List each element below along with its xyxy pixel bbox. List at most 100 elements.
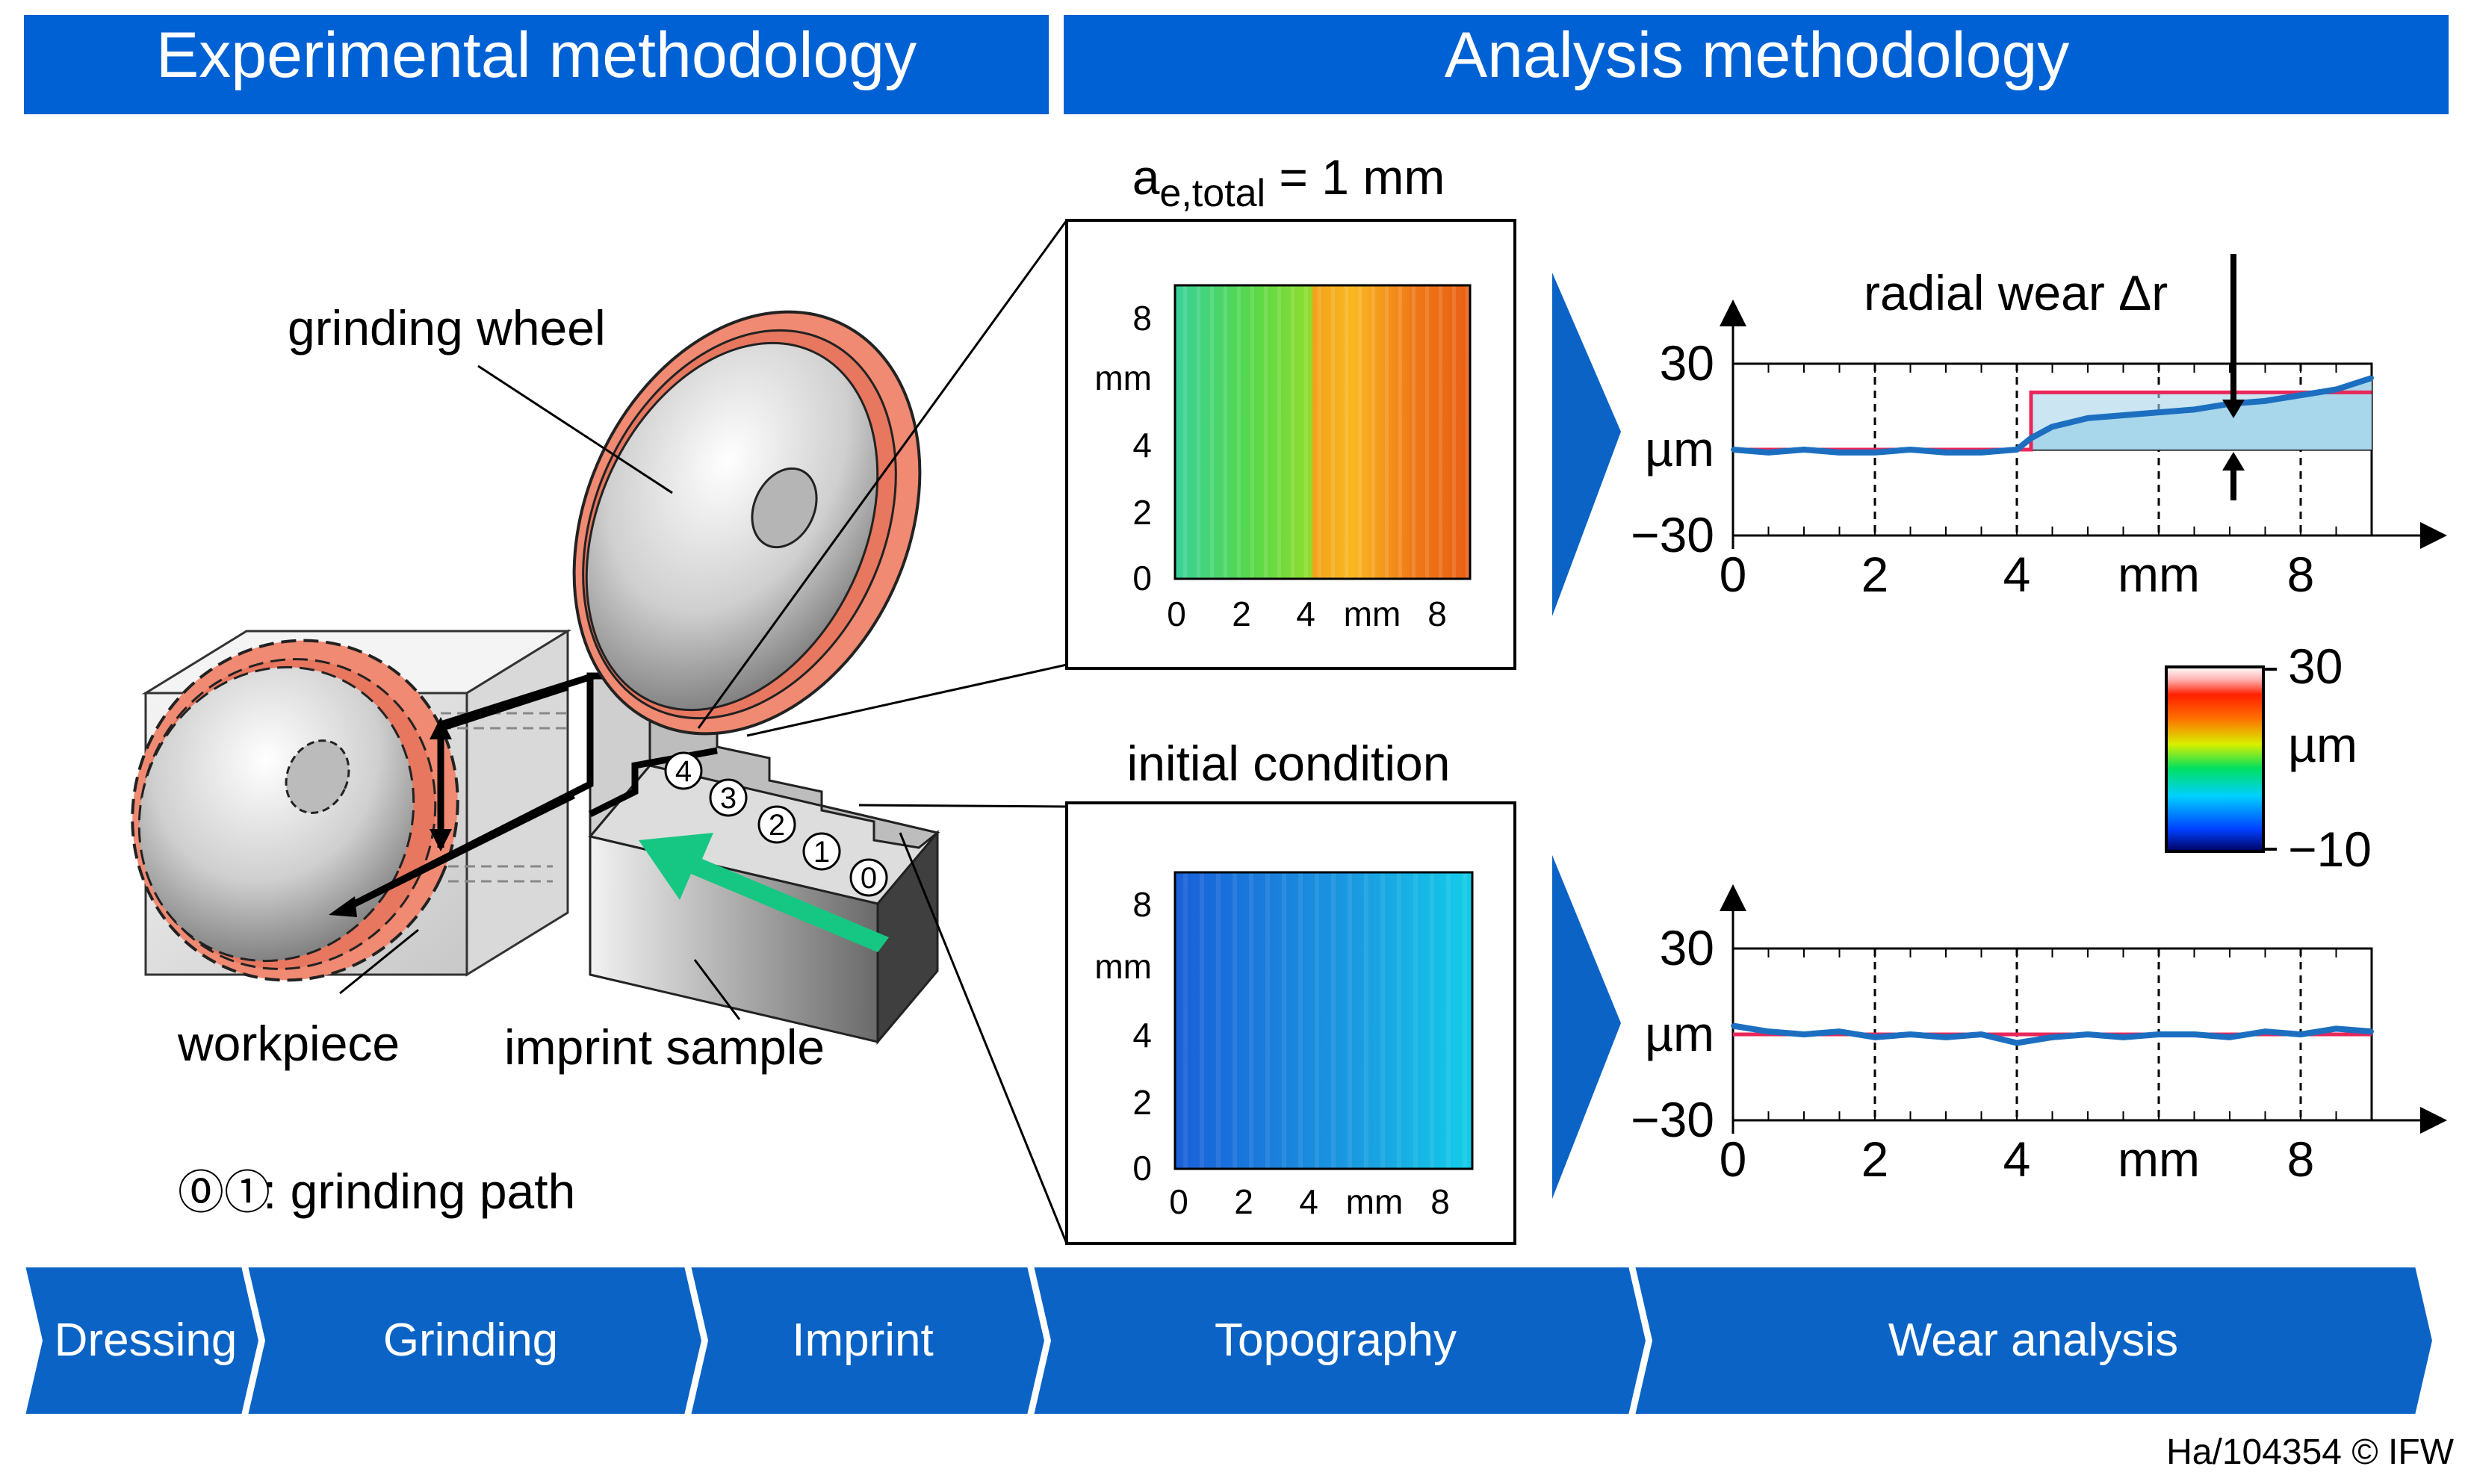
profile-point xyxy=(1802,1032,1806,1037)
svg-text:4: 4 xyxy=(1296,594,1315,633)
step-number-3-text: 3 xyxy=(720,782,737,815)
y-label-min: −30 xyxy=(1631,507,1714,562)
topography-top-title: ae,total = 1 mm xyxy=(1132,149,1445,215)
process-bar: Dressing Grinding Imprint Topography Wea… xyxy=(22,1264,2436,1417)
topography-bottom: initial condition 8 mm 4 2 0 0 2 4 mm 8 xyxy=(1065,736,1516,1245)
svg-text:mm: mm xyxy=(1344,594,1401,633)
step-number-4-text: 4 xyxy=(675,755,692,788)
analysis-arrow-bottom xyxy=(1552,855,1621,1199)
x-label: 8 xyxy=(2287,1131,2315,1187)
step-wear-analysis[interactable]: Wear analysis xyxy=(1631,1264,2436,1417)
profile-point xyxy=(1873,1034,1877,1040)
step-number-2-text: 2 xyxy=(769,809,785,842)
zoom-lines xyxy=(697,220,1068,1244)
colorbar-unit: µm xyxy=(2288,717,2357,772)
profile-point xyxy=(2369,376,2374,381)
topography-top-xticks: 0 2 4 mm 8 xyxy=(1167,594,1447,633)
imprint-sample-leader xyxy=(693,959,741,1020)
step-imprint[interactable]: Imprint xyxy=(687,1264,1048,1417)
svg-text:8: 8 xyxy=(1132,299,1152,338)
profile-point xyxy=(1766,450,1771,455)
svg-text:2: 2 xyxy=(1234,1182,1253,1221)
profile-point xyxy=(1908,447,1913,452)
profile-point xyxy=(1837,1029,1842,1034)
profile-point xyxy=(2086,1032,2090,1037)
measured-profile xyxy=(1732,1022,2372,1046)
svg-text:8: 8 xyxy=(1132,885,1152,924)
step-grinding[interactable]: Grinding xyxy=(244,1264,705,1417)
grinding-wheel-previous xyxy=(131,639,459,982)
profile-point xyxy=(2334,387,2339,392)
header-experimental: Experimental methodology xyxy=(24,15,1049,114)
profile-point xyxy=(1837,450,1842,455)
svg-text:4: 4 xyxy=(1132,426,1152,465)
grinding-wheel-label: grinding wheel xyxy=(288,300,606,356)
topography-bottom-xticks: 0 2 4 mm 8 xyxy=(1169,1182,1450,1221)
svg-text:0: 0 xyxy=(1132,1149,1152,1187)
step-number-0-text: 0 xyxy=(861,862,877,895)
profile-point xyxy=(1731,1023,1735,1028)
svg-text:2: 2 xyxy=(1132,1083,1152,1122)
svg-text:mm: mm xyxy=(1346,1182,1404,1221)
step-number-0: 0 xyxy=(849,858,888,897)
workpiece-leader xyxy=(339,928,419,995)
step-number-3: 3 xyxy=(709,778,748,817)
radial-wear-annotation: radial wear Δr xyxy=(1864,254,2245,500)
step-topography-label: Topography xyxy=(1215,1314,1457,1366)
profile-point xyxy=(2227,1034,2232,1040)
profile-point xyxy=(1944,1034,1948,1040)
profile-point xyxy=(2369,1029,2374,1034)
step-number-4: 4 xyxy=(664,751,703,790)
svg-text:4: 4 xyxy=(1299,1182,1318,1221)
x-label: 4 xyxy=(2003,547,2031,602)
step-imprint-label: Imprint xyxy=(792,1314,933,1366)
grinding-wheel-leader xyxy=(477,364,673,494)
topography-bottom-title: initial condition xyxy=(1127,736,1451,791)
colorbar-min: −10 xyxy=(2288,822,2372,877)
profile-point xyxy=(2334,1026,2339,1031)
grinding-wheel-main xyxy=(572,310,922,736)
svg-text:4: 4 xyxy=(1132,1016,1152,1055)
step-number-2: 2 xyxy=(757,805,796,844)
step-dressing[interactable]: Dressing xyxy=(22,1264,262,1417)
grinding-path-symbols: ⓪① xyxy=(178,1167,270,1219)
grinding-schematic: 4 3 2 1 0 grinding wheel workpiece impri… xyxy=(131,300,940,1219)
profile-point xyxy=(2192,407,2197,412)
profile-point xyxy=(2298,1032,2303,1037)
grinding-path-legend: ⓪① : grinding path xyxy=(178,1164,575,1219)
path-arrowhead-left xyxy=(329,896,357,917)
profile-point xyxy=(1731,447,1735,452)
y-label-unit: µm xyxy=(1645,1006,1714,1061)
profile-point xyxy=(1979,1032,1984,1037)
topography-bottom-yticks: 8 mm 4 2 0 xyxy=(1094,885,1152,1187)
workpiece-label: workpiece xyxy=(177,1016,400,1071)
step-number-1: 1 xyxy=(802,832,841,871)
profile-point xyxy=(2050,424,2055,429)
step-dressing-label: Dressing xyxy=(55,1314,238,1366)
measured-profile xyxy=(1732,375,2373,456)
svg-text:mm: mm xyxy=(1094,947,1152,986)
y-label-unit: µm xyxy=(1645,421,1714,476)
profile-point xyxy=(2029,435,2033,441)
profile-point xyxy=(2086,415,2090,420)
svg-text:2: 2 xyxy=(1132,493,1152,532)
profile-point xyxy=(1766,1029,1771,1034)
step-number-1-text: 1 xyxy=(813,836,830,869)
profile-point xyxy=(2015,447,2019,452)
path-arrowhead-up xyxy=(430,717,452,739)
x-label: mm xyxy=(2118,1131,2200,1187)
step-topography[interactable]: Topography xyxy=(1030,1264,1649,1417)
analysis-arrow-top xyxy=(1552,273,1621,616)
colorbar-max: 30 xyxy=(2288,639,2343,694)
y-label-max: 30 xyxy=(1660,335,1714,391)
profile-point xyxy=(1802,447,1806,452)
profile-point xyxy=(2192,1032,2197,1037)
y-label-min: −30 xyxy=(1631,1092,1714,1147)
grinding-path-text: : grinding path xyxy=(263,1164,575,1219)
x-label: mm xyxy=(2118,547,2200,602)
profile-point xyxy=(1908,1032,1913,1037)
profile-point xyxy=(1944,450,1948,455)
svg-text:0: 0 xyxy=(1132,559,1152,597)
